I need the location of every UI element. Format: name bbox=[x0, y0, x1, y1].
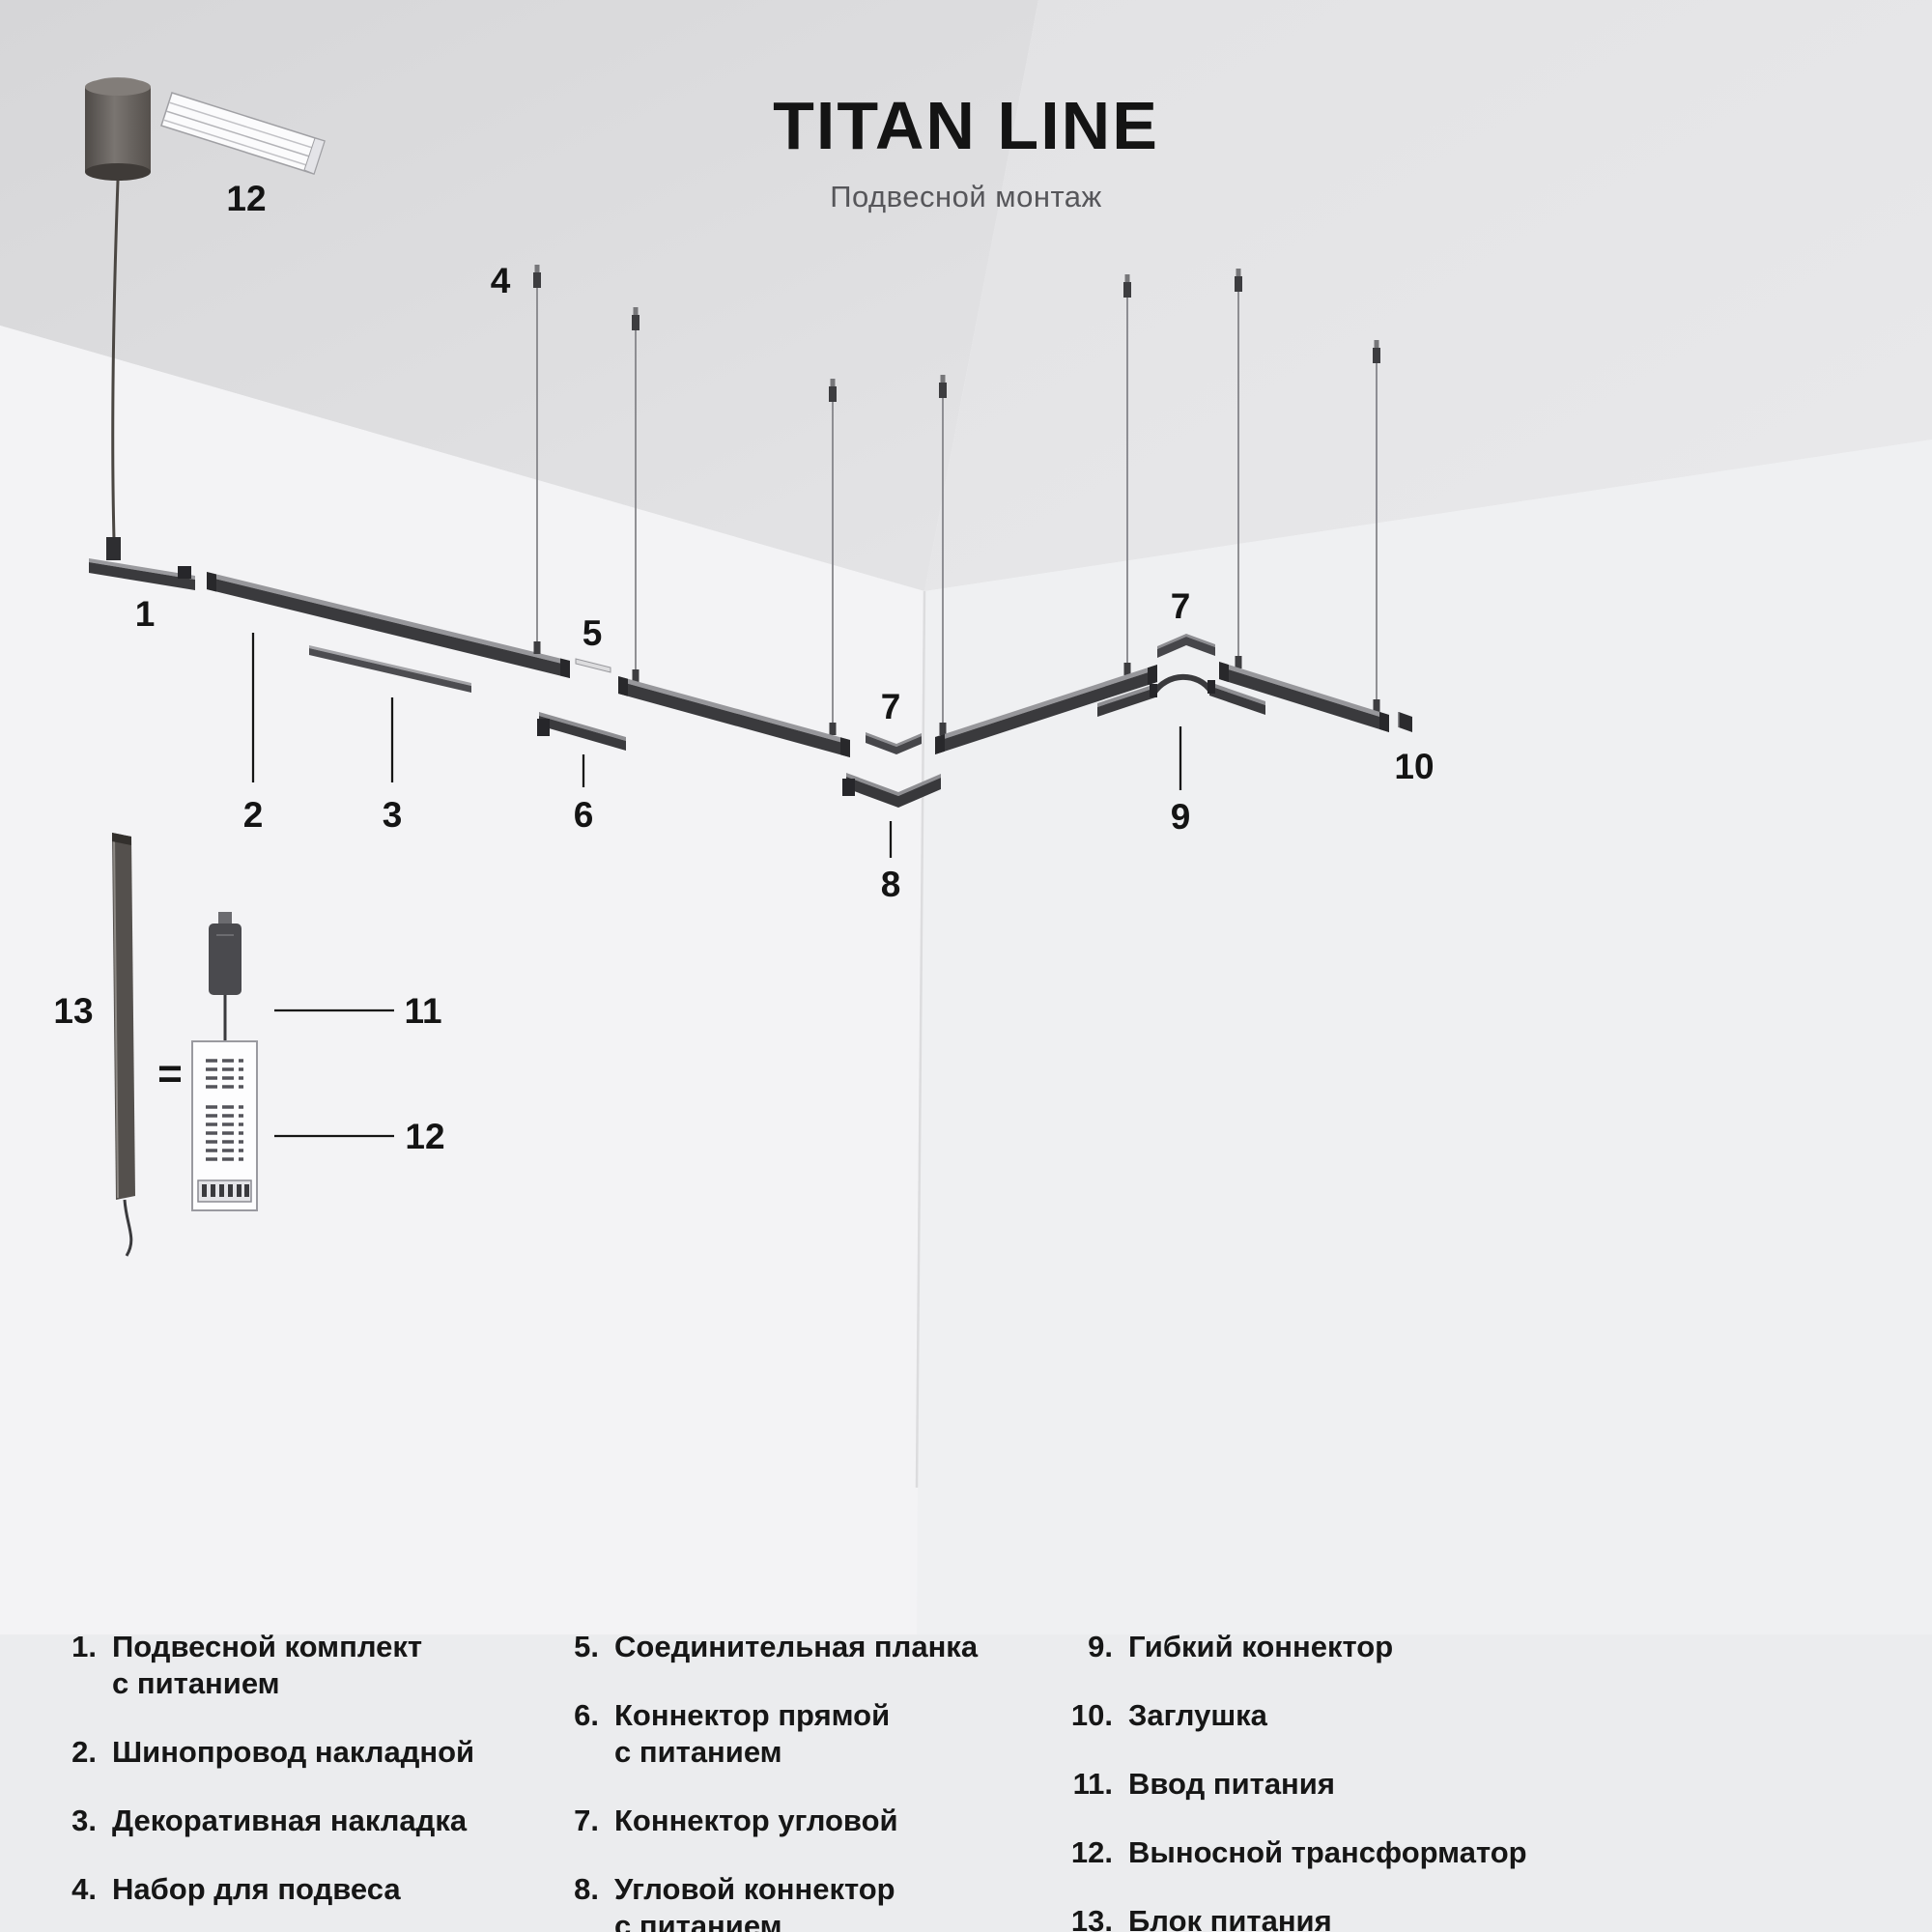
legend-item: 12. Выносной трансформатор bbox=[1063, 1834, 1527, 1871]
suspension-cable bbox=[1373, 340, 1380, 712]
decorative-cover bbox=[309, 645, 471, 693]
callout-2: 2 bbox=[243, 795, 264, 835]
callout-7-right: 7 bbox=[1171, 586, 1191, 626]
callout-13: 13 bbox=[53, 991, 93, 1031]
wall-corner-line bbox=[915, 590, 926, 1489]
callout-3: 3 bbox=[383, 795, 403, 835]
track-branch-left bbox=[935, 665, 1157, 754]
legend-item-number: 10. bbox=[1070, 1698, 1113, 1732]
legend-item: 9. Гибкий коннектор bbox=[1063, 1629, 1527, 1665]
suspension-cable bbox=[632, 307, 639, 682]
remote-transformer-profile bbox=[160, 92, 326, 175]
legend-item: 11. Ввод питания bbox=[1063, 1766, 1527, 1803]
legend-item-number: 13. bbox=[1070, 1904, 1113, 1932]
leader-lines bbox=[251, 633, 1182, 1138]
header: TITAN LINE Подвесной монтаж bbox=[0, 87, 1932, 214]
callout-12-profile: 12 bbox=[226, 179, 266, 218]
power-input-connector bbox=[209, 912, 242, 1041]
suspension-cable bbox=[939, 375, 947, 735]
suspension-cable bbox=[533, 265, 541, 654]
legend-column-3: 9. Гибкий коннектор 10. Заглушка 11. Вво… bbox=[1063, 1629, 1527, 1932]
legend-item: 3. Декоративная накладка bbox=[46, 1803, 474, 1839]
legend-item: 5. Соединительная планка bbox=[549, 1629, 978, 1665]
callout-11: 11 bbox=[404, 991, 441, 1031]
remote-transformer-unit bbox=[191, 1040, 258, 1211]
equals-sign: = bbox=[157, 1050, 183, 1097]
legend-item-label: Блок питания bbox=[1128, 1904, 1332, 1932]
legend-item: 2. Шинопровод накладной bbox=[46, 1734, 474, 1771]
legend-item: 7. Коннектор угловой bbox=[549, 1803, 978, 1839]
legend-item: 10. Заглушка bbox=[1063, 1697, 1527, 1734]
legend-item-label: Набор для подвеса bbox=[112, 1872, 401, 1906]
legend-item-label: Ввод питания bbox=[1128, 1767, 1335, 1801]
legend-item-number: 2. bbox=[71, 1735, 97, 1769]
legend-item: 13. Блок питания bbox=[1063, 1903, 1527, 1932]
legend-item-label: Соединительная планка bbox=[614, 1630, 979, 1663]
callout-8: 8 bbox=[881, 865, 901, 904]
legend-band bbox=[0, 1634, 1932, 1932]
suspension-cable bbox=[1123, 274, 1131, 675]
legend-item-label: Коннектор угловой bbox=[614, 1804, 898, 1837]
wall-left bbox=[0, 326, 924, 1634]
corner-connector-right bbox=[1157, 634, 1215, 658]
legend-item-number: 4. bbox=[71, 1872, 97, 1906]
track-segment-main bbox=[207, 572, 570, 678]
legend-item-label: Шинопровод накладной bbox=[112, 1735, 475, 1769]
callout-6: 6 bbox=[574, 795, 594, 835]
suspension-cable bbox=[829, 379, 837, 735]
legend-item-label: Гибкий коннектор bbox=[1128, 1630, 1394, 1663]
legend-item-number: 12. bbox=[1070, 1835, 1113, 1869]
corner-connector-left bbox=[866, 732, 922, 754]
straight-power-connector bbox=[537, 712, 626, 751]
legend-item-number: 6. bbox=[574, 1698, 599, 1732]
corner-power-connector bbox=[842, 773, 941, 808]
callout-4: 4 bbox=[491, 261, 511, 300]
legend-item-label: Выносной трансформатор bbox=[1128, 1835, 1527, 1869]
legend-column-2: 5. Соединительная планка 6. Коннектор пр… bbox=[549, 1629, 978, 1932]
legend-item-number: 7. bbox=[574, 1804, 599, 1837]
page-title: TITAN LINE bbox=[773, 88, 1159, 163]
callout-5: 5 bbox=[582, 613, 603, 653]
legend-item-number: 3. bbox=[71, 1804, 97, 1837]
suspension-power-kit bbox=[85, 77, 195, 590]
end-cap bbox=[1398, 712, 1412, 732]
legend-item-number: 9. bbox=[1088, 1630, 1113, 1663]
track-segment-mid bbox=[618, 676, 850, 757]
legend-item-number: 11. bbox=[1072, 1767, 1113, 1801]
ceiling-right-plane bbox=[924, 0, 1932, 591]
legend-item: 4. Набор для подвеса bbox=[46, 1871, 474, 1908]
callout-10: 10 bbox=[1394, 747, 1434, 786]
legend-item-number: 8. bbox=[574, 1872, 599, 1906]
legend-item-label: Декоративная накладка bbox=[112, 1804, 468, 1837]
callout-7-left: 7 bbox=[881, 687, 901, 726]
page-subtitle: Подвесной монтаж bbox=[830, 180, 1102, 213]
callout-12-psu: 12 bbox=[405, 1117, 444, 1156]
callout-1: 1 bbox=[135, 594, 156, 634]
suspension-cable bbox=[1235, 269, 1242, 668]
legend-item-number: 1. bbox=[71, 1630, 97, 1663]
wall-right bbox=[917, 440, 1932, 1634]
legend-item-number: 5. bbox=[574, 1630, 599, 1663]
track-branch-right bbox=[1219, 662, 1389, 732]
flexible-connector bbox=[1097, 673, 1265, 717]
legend-item-label: Заглушка bbox=[1128, 1698, 1267, 1732]
joining-plate bbox=[575, 658, 611, 673]
power-supply-bar bbox=[112, 833, 135, 1257]
callout-9: 9 bbox=[1171, 797, 1191, 837]
